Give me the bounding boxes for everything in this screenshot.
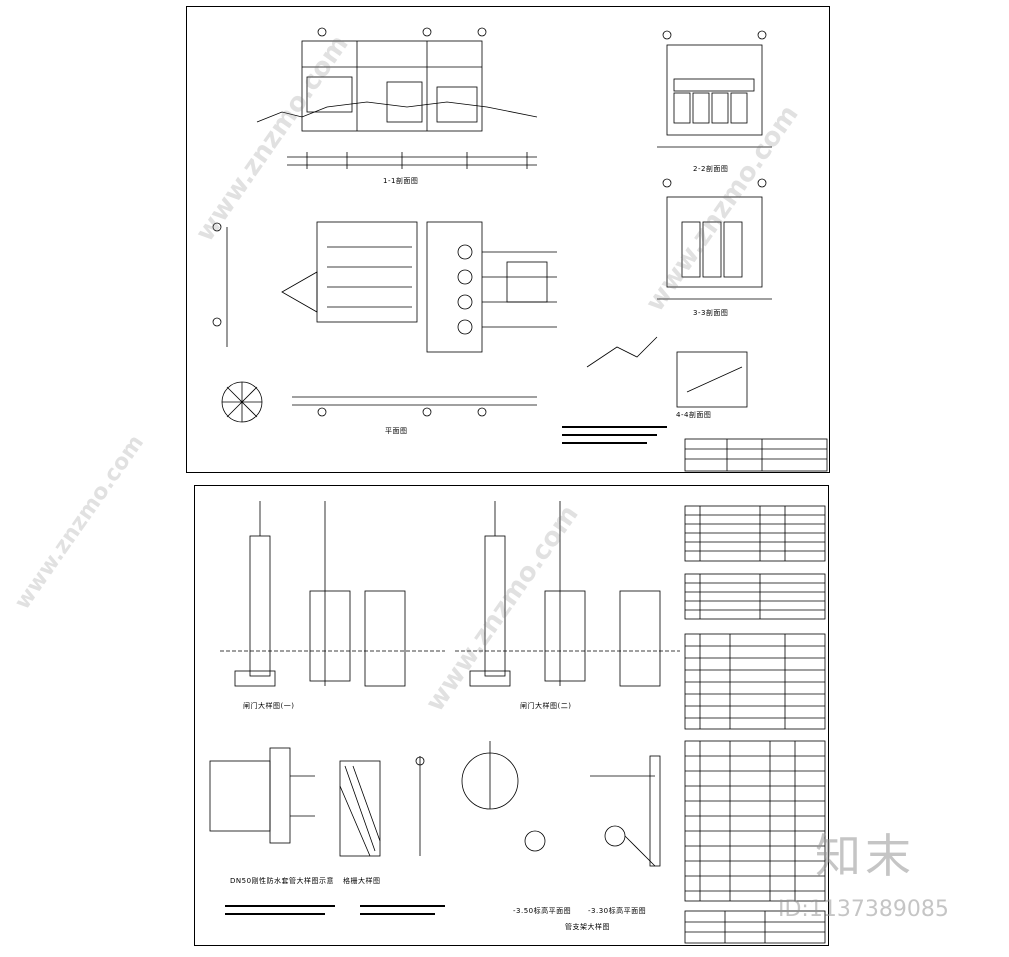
detail-label-grille: 格栅大样图	[343, 877, 381, 885]
detail-label-elevation-minus-3-50: -3.50标高平面图	[513, 907, 572, 915]
detail-label-gate-1: 闸门大样图(一)	[243, 702, 295, 710]
drawing-sheet-top: 1-1剖面图 2-2剖面图 3-3剖面图 4-4剖面图 平面图	[186, 6, 830, 473]
watermark-id: ID:1137389085	[778, 897, 949, 922]
view-label-section-4-4: 4-4剖面图	[676, 411, 712, 419]
view-label-section-2-2: 2-2剖面图	[693, 165, 729, 173]
detail-label-pipe-support: 管支架大样图	[565, 923, 610, 931]
detail-label-elevation-minus-3-30: -3.30标高平面图	[588, 907, 647, 915]
drawing-sheet-bottom: 闸门大样图(一) 闸门大样图(二) DN50刚性防水套管大样图示意 格栅大样图 …	[194, 485, 829, 946]
watermark-brand-logo: 知末	[815, 829, 915, 883]
watermark-site-4: www.znzmo.com	[10, 430, 150, 615]
detail-label-gate-2: 闸门大样图(二)	[520, 702, 572, 710]
view-label-plan: 平面图	[385, 427, 408, 435]
view-label-section-1-1: 1-1剖面图	[383, 177, 419, 185]
view-label-section-3-3: 3-3剖面图	[693, 309, 729, 317]
detail-label-pipe-sleeve: DN50刚性防水套管大样图示意	[230, 877, 335, 885]
sheet-top-linework	[212, 27, 828, 472]
sheet-bottom-linework	[209, 501, 826, 944]
